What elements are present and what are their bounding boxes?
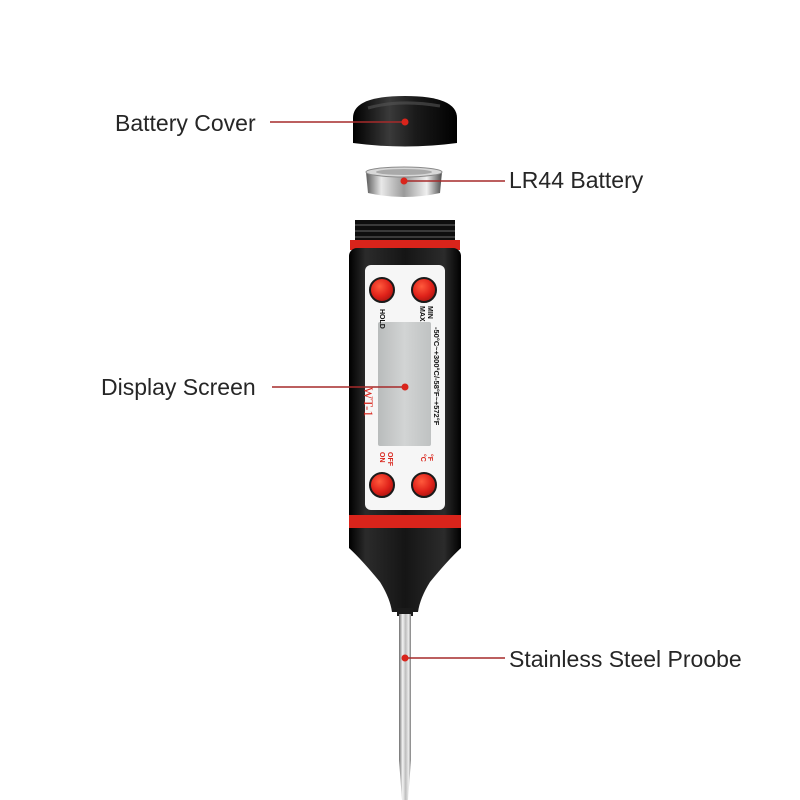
battery-cover-label: Battery Cover: [115, 110, 256, 136]
lr44-battery: [365, 166, 443, 197]
display-screen-label: Display Screen: [101, 374, 256, 400]
unit-c-label: °C: [419, 454, 427, 462]
lr44-battery-label: LR44 Battery: [509, 167, 644, 193]
probe-label: Stainless Steel Proobe: [509, 646, 742, 672]
min-label: MIN: [426, 306, 433, 319]
thread-neck: [350, 220, 460, 250]
range-label: -50°C~+300°C/-58°F~+572°F: [432, 327, 441, 426]
unit-f-label: °F: [426, 454, 434, 462]
hold-label: HOLD: [378, 309, 385, 329]
hold-button[interactable]: [369, 277, 395, 303]
steel-probe: [397, 608, 413, 800]
model-label: WT-1: [361, 387, 376, 417]
on-label: ON: [378, 452, 385, 463]
unit-toggle-button[interactable]: [411, 472, 437, 498]
on-off-button[interactable]: [369, 472, 395, 498]
max-min-button[interactable]: [411, 277, 437, 303]
callout-lines: [270, 118, 505, 662]
max-label: MAX: [418, 306, 425, 322]
off-label: OFF: [386, 452, 393, 467]
